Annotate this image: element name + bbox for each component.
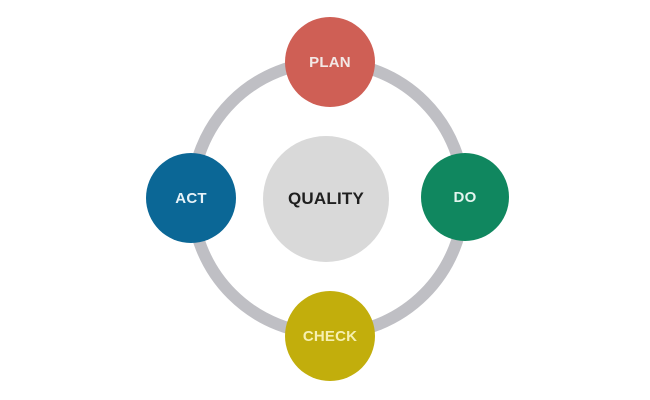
stage-check-circle: CHECK [285, 291, 375, 381]
stage-plan-label: PLAN [309, 53, 351, 71]
stage-do-label: DO [453, 188, 477, 206]
stage-act-circle: ACT [146, 153, 236, 243]
center-label: QUALITY [287, 189, 364, 208]
stage-check-label: CHECK [302, 327, 358, 345]
stage-do-circle: DO [421, 153, 509, 241]
stage-plan-circle: PLAN [285, 17, 375, 107]
stage-act-label: ACT [175, 189, 207, 207]
center-quality-circle: QUALITY [263, 136, 389, 262]
